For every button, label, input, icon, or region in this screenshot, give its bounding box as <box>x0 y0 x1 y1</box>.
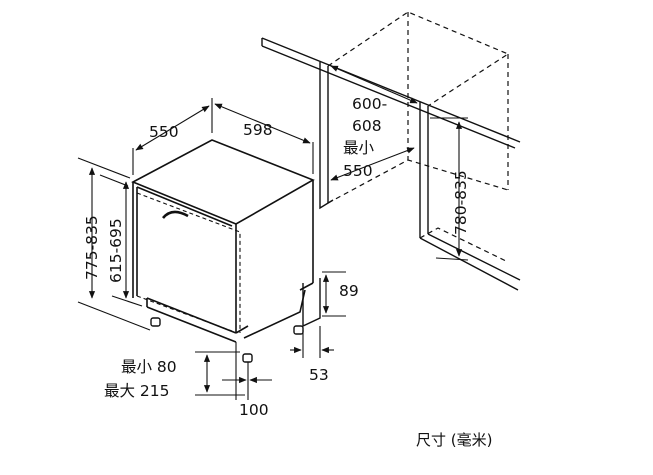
label-width-598: 598 <box>243 121 273 139</box>
label-door-height: 615-695 <box>107 218 125 283</box>
door-outline-dashed <box>136 192 241 333</box>
label-max-215: 最大 215 <box>104 382 170 400</box>
label-total-height: 775-835 <box>83 215 101 280</box>
dishwasher-body <box>131 139 315 343</box>
label-niche-width-line2: 608 <box>352 117 382 135</box>
label-niche-min: 最小 <box>343 139 375 157</box>
cabinet-niche-dashed <box>327 11 510 263</box>
label-plinth-53: 53 <box>309 366 329 384</box>
dishwasher-feet <box>150 317 304 363</box>
door-handle <box>161 210 189 219</box>
label-min-80: 最小 80 <box>121 358 177 376</box>
label-niche-depth-550: 550 <box>343 162 373 180</box>
label-depth-550: 550 <box>149 123 179 141</box>
plinth-bracket <box>302 278 321 328</box>
label-plinth-89: 89 <box>339 282 359 300</box>
label-niche-height: 780-835 <box>452 170 470 235</box>
countertop <box>261 37 521 291</box>
dimension-lines <box>77 65 469 400</box>
label-foot-100: 100 <box>239 401 269 419</box>
caption-unit: 尺寸 (毫米) <box>416 431 492 449</box>
label-niche-width-line1: 600- <box>352 95 387 113</box>
